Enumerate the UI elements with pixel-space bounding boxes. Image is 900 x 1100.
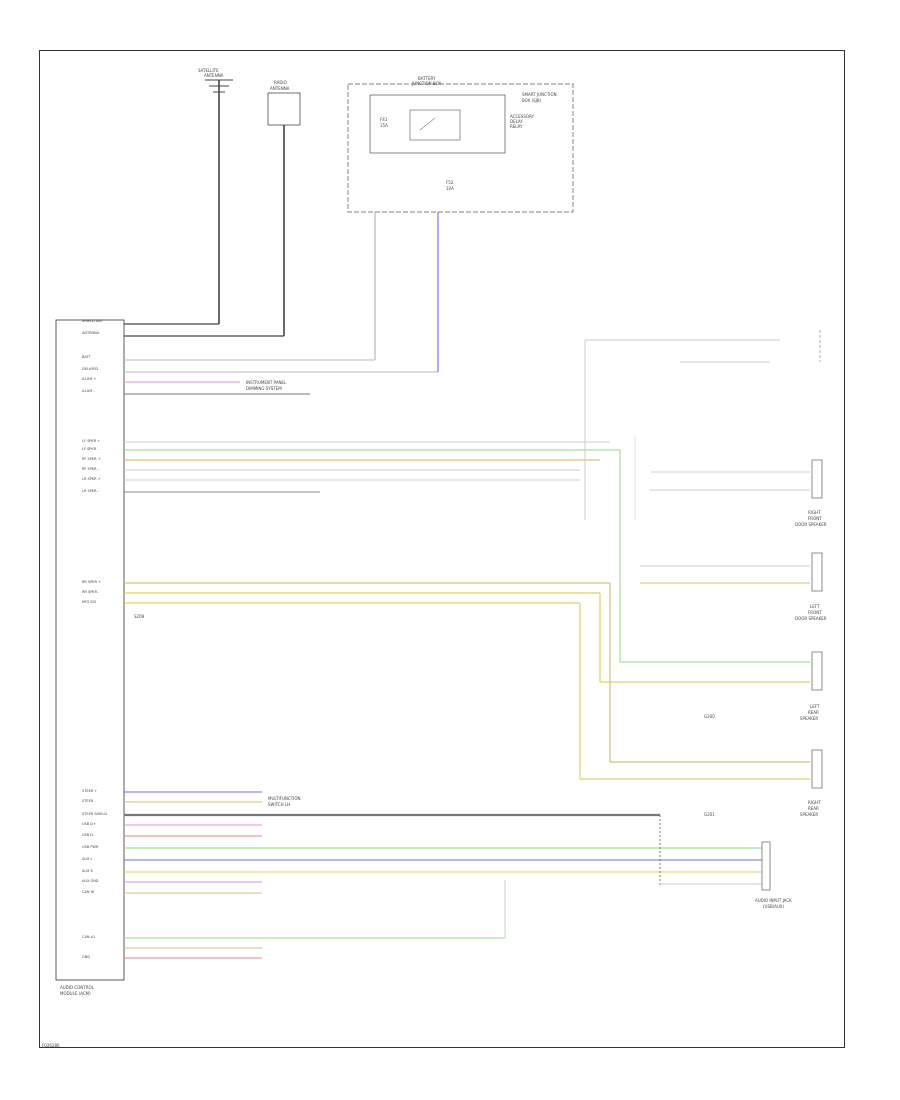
lf-speaker-icon <box>811 552 823 592</box>
g201-label: G201 <box>704 812 715 817</box>
module-pin-label: BATT <box>82 355 91 359</box>
module-pin-label: USB D+ <box>82 822 96 826</box>
satellite-antenna-icon <box>205 79 233 93</box>
module-pin-label: AUX R <box>82 869 93 873</box>
fuse-box-outline <box>347 83 574 213</box>
lf-speaker-2: FRONT <box>808 610 822 615</box>
rf-speaker-2: FRONT <box>808 516 822 521</box>
module-pin-label: DELAYED <box>82 367 99 371</box>
module-pin-label: STEER - <box>82 799 96 803</box>
s209-label: S209 <box>134 614 145 619</box>
module-pin-label: ILLUM + <box>82 377 97 381</box>
fuse-b-rating: 10A <box>446 186 454 191</box>
lr-speaker-1: LEFT <box>810 704 820 709</box>
mfs-label-1: MULTIFUNCTION <box>268 796 301 801</box>
radio-antenna-box <box>267 92 301 126</box>
fuse-box-panel-1: SMART JUNCTION <box>522 92 557 97</box>
rr-speaker-3: SPEAKER <box>800 812 819 817</box>
module-pin-label: ILLUM - <box>82 389 95 393</box>
rr-speaker-1: RIGHT <box>808 800 821 805</box>
aux-jack-label-2: (USB/AUX) <box>763 904 785 909</box>
fuse-box-title-2: JUNCTION BOX <box>412 81 442 86</box>
fuse-box-title-1: BATTERY <box>418 76 436 81</box>
radio-module-box <box>55 319 125 981</box>
module-pin-label: CAN LO <box>82 935 96 939</box>
module-pin-label: AUX L <box>82 857 93 861</box>
module-title-2: MODULE (ACM) <box>60 991 91 996</box>
rr-speaker-2: REAR <box>808 806 819 811</box>
satellite-antenna-label-2: ANTENNA <box>204 73 224 78</box>
module-pin-label: LR SPKR - <box>82 489 99 493</box>
rf-speaker-3: DOOR SPEAKER <box>795 522 827 527</box>
module-pin-label: AUX GND <box>82 879 99 883</box>
module-pin-label: RR SPKR - <box>82 590 100 594</box>
rf-speaker-1: RIGHT <box>808 510 821 515</box>
aux-jack-icon <box>761 841 771 891</box>
lr-speaker-icon <box>811 651 823 691</box>
radio-antenna-label-2: ANTENNA <box>270 86 290 91</box>
fuse-b-label: F52 <box>446 180 454 185</box>
fuse-box-panel-2: BOX (SJB) <box>522 98 542 103</box>
lighting-label-1: INSTRUMENT PANEL <box>246 380 287 385</box>
lf-speaker-3: DOOR SPEAKER <box>795 616 827 621</box>
module-pin-label: LF SPKR + <box>82 439 101 443</box>
module-pin-label: LF SPKR - <box>82 447 99 451</box>
module-pin-label: LR SPKR + <box>82 477 101 481</box>
module-pin-label: STEER SHIELD <box>82 812 108 816</box>
fuse-a-label: F41 <box>380 117 388 122</box>
relay-box <box>369 94 506 154</box>
module-pin-label: CAN HI <box>82 890 95 894</box>
module-pin-label: GND <box>82 955 91 959</box>
radio-antenna-label-1: RADIO <box>274 80 287 85</box>
module-title-1: AUDIO CONTROL <box>60 985 94 990</box>
relay-label: ACCESSORY DELAY RELAY <box>510 114 534 129</box>
lighting-label-2: DIMMING SYSTEM <box>246 386 282 391</box>
module-pin-label: RF SPKR + <box>82 457 101 461</box>
rf-speaker-icon <box>811 459 823 499</box>
module-pin-label: STEER + <box>82 789 98 793</box>
g200-label: G200 <box>704 714 715 719</box>
diagram-id: F026286 <box>42 1043 60 1048</box>
module-pin-label: MFS SIG <box>82 600 97 604</box>
module-pin-label: RR SPKR + <box>82 580 102 584</box>
lr-speaker-3: SPEAKER <box>800 716 819 721</box>
diagram-frame <box>39 50 845 1048</box>
module-pin-label: USB D- <box>82 833 95 837</box>
module-pin-label: USB PWR <box>82 845 99 849</box>
rr-speaker-icon <box>811 749 823 789</box>
lf-speaker-1: LEFT <box>810 604 820 609</box>
satellite-antenna-label-1: SATELLITE <box>198 68 219 73</box>
fuse-a-rating: 15A <box>380 123 388 128</box>
mfs-label-2: SWITCH LH <box>268 802 291 807</box>
aux-jack-label-1: AUDIO INPUT JACK <box>755 898 792 903</box>
module-pin-label: ANTENNA <box>82 331 99 335</box>
relay-contact <box>419 117 436 131</box>
module-pin-label: SHIELD ANT <box>82 319 104 323</box>
relay-inner <box>409 109 461 141</box>
lr-speaker-2: REAR <box>808 710 819 715</box>
module-pin-label: RF SPKR - <box>82 467 99 471</box>
